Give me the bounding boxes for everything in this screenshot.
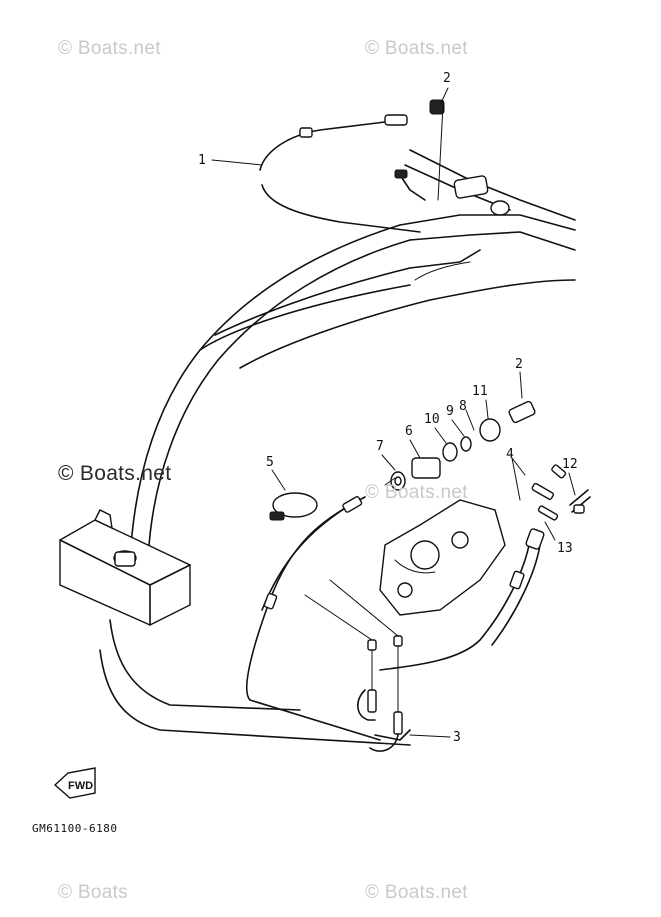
callout-7: 7 — [376, 439, 384, 454]
mount-bracket — [59, 509, 191, 626]
watermark-middle-left: © Boats.net — [58, 462, 172, 485]
band-clamp — [269, 492, 318, 521]
callout-1: 1 — [198, 153, 206, 168]
fitting-10 — [442, 442, 458, 462]
leader-lines — [211, 87, 576, 738]
nut-11 — [479, 418, 501, 442]
drawing-code: GM61100-6180 — [32, 822, 118, 835]
callout-12: 12 — [562, 457, 578, 472]
fwd-arrow-icon: FWD — [53, 767, 96, 799]
watermark-top-right: © Boats.net — [365, 38, 468, 59]
handlebar-assembly — [394, 149, 576, 221]
throttle-cable — [246, 496, 411, 741]
connector-2 — [508, 400, 536, 424]
callout-10: 10 — [424, 412, 440, 427]
watermark-top-left: © Boats.net — [58, 38, 161, 59]
callout-9: 9 — [446, 404, 454, 419]
hull-outline — [99, 214, 576, 746]
callout-11: 11 — [472, 384, 488, 399]
watermark-middle-faint: © Boats.net — [365, 482, 468, 503]
shift-cable — [259, 99, 445, 233]
bolt-set — [531, 464, 591, 521]
callout-5: 5 — [266, 455, 274, 470]
watermark-bottom-right: © Boats.net — [365, 882, 468, 903]
callout-4: 4 — [506, 447, 514, 462]
callout-6: 6 — [405, 424, 413, 439]
fwd-label: FWD — [68, 780, 93, 792]
grommet-6 — [411, 457, 441, 479]
oil-pump-housing — [379, 499, 506, 616]
callout-13: 13 — [557, 541, 573, 556]
right-cable — [379, 528, 545, 671]
oil-pipe — [304, 579, 403, 752]
cable-end-fitting — [384, 114, 408, 126]
callout-8: 8 — [459, 399, 467, 414]
exploded-fittings — [384, 400, 536, 491]
callout-2-mid: 2 — [515, 357, 523, 372]
callout-2-top: 2 — [443, 71, 451, 86]
watermark-bottom-left: © Boats — [58, 882, 128, 903]
washer-8 — [460, 436, 472, 452]
callout-3: 3 — [453, 730, 461, 745]
